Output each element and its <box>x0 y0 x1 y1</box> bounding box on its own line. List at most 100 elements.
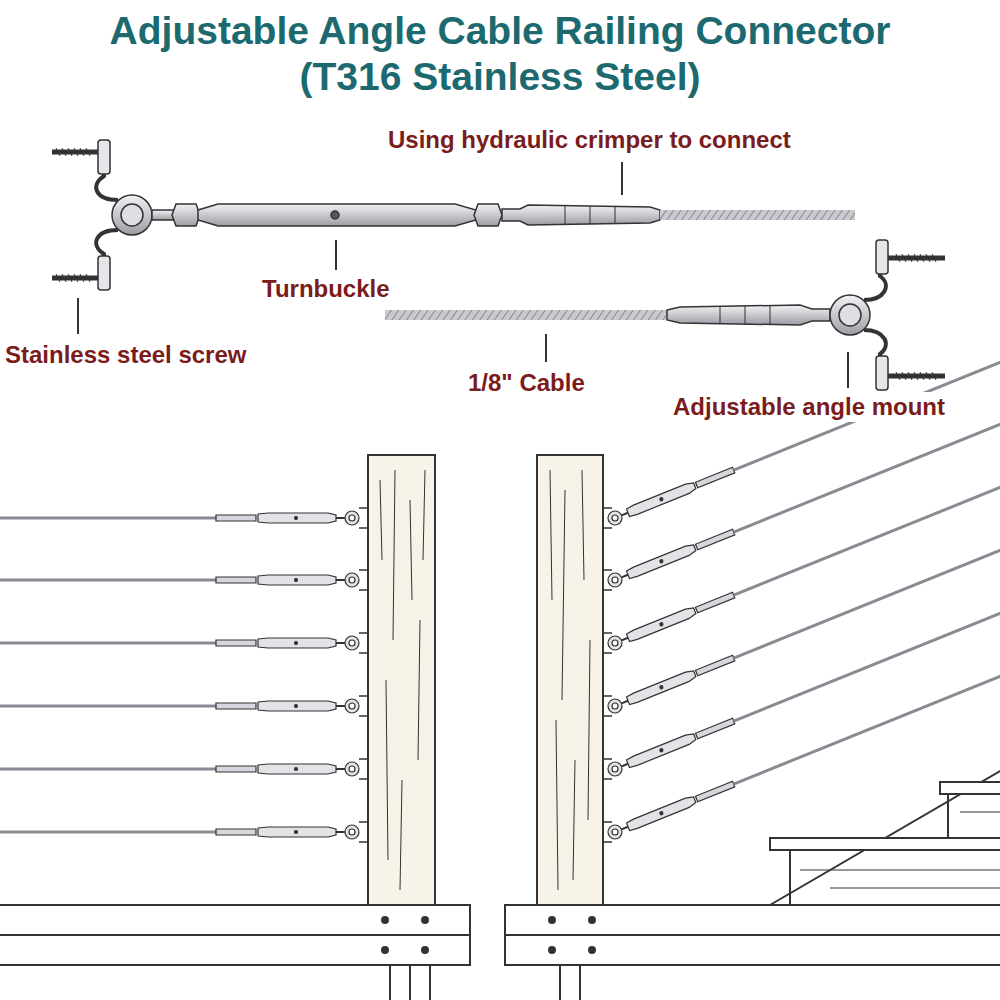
right-cables-part <box>612 577 618 583</box>
right-cables-part-part <box>626 669 697 705</box>
right-cables-part-part <box>621 638 627 641</box>
posts-part-part <box>550 470 590 890</box>
right-cables-part-part <box>626 481 697 517</box>
right-cables-part <box>603 778 612 780</box>
right-cables-part <box>612 515 618 521</box>
right-cables-part <box>620 570 1000 771</box>
left-cables-part <box>359 652 368 654</box>
stairs-part <box>789 850 791 905</box>
right-cables-part <box>612 703 618 709</box>
right-cables-part-part <box>695 718 734 739</box>
right-cables-part-part <box>734 511 1000 658</box>
left-cables-part <box>0 517 216 520</box>
top-assembly-part <box>172 204 200 226</box>
top-assembly <box>52 140 855 290</box>
right-cables-part-part <box>659 497 663 501</box>
right-cables-part-part <box>695 655 734 676</box>
top-assembly-part <box>331 211 339 219</box>
stairs-part <box>947 794 949 838</box>
top-assembly-part <box>112 195 152 235</box>
right-cables-part <box>612 766 618 772</box>
left-cables-part <box>258 513 336 523</box>
right-cables-part <box>603 695 612 697</box>
left-cables-part <box>359 507 368 509</box>
bottom-assembly-part <box>896 254 936 262</box>
top-assembly-part <box>660 210 855 220</box>
left-cables-part <box>216 829 256 835</box>
left-cables-part <box>336 579 345 581</box>
right-cables-part-part <box>621 513 627 516</box>
right-cables-part-part <box>621 575 627 578</box>
left-cables-part <box>359 841 368 843</box>
left-cables-part <box>216 515 256 521</box>
right-cables-part-part <box>695 592 734 613</box>
stairs-part <box>830 888 1000 889</box>
stairs-part <box>940 782 1000 794</box>
right-cables-part-part <box>695 467 734 488</box>
left-cables <box>0 508 368 842</box>
left-cables-part <box>349 829 355 835</box>
deck-part <box>589 947 595 953</box>
right-cables-part <box>608 762 622 776</box>
left-cables-part <box>345 699 359 713</box>
right-cables-part <box>603 715 612 717</box>
left-cables-part <box>336 705 345 707</box>
right-cables-part-part <box>734 637 1000 784</box>
left-cables-part <box>345 573 359 587</box>
stairs-part <box>800 870 1000 871</box>
top-assembly-part <box>198 204 476 226</box>
left-cables-part <box>0 642 216 645</box>
left-cables-part <box>295 579 298 582</box>
left-cables-part <box>345 825 359 839</box>
leader-lines-part <box>77 298 79 334</box>
stairs-part <box>770 838 1000 850</box>
left-cables-part <box>295 517 298 520</box>
left-cables-part <box>0 831 216 834</box>
bottom-assembly-part <box>385 310 667 320</box>
right-cables-part <box>603 632 612 634</box>
right-cables-part-part <box>695 781 734 802</box>
part-label: Turnbuckle <box>259 274 393 304</box>
left-cables-part <box>216 703 256 709</box>
right-cables-part <box>608 573 622 587</box>
left-cables-part <box>359 569 368 571</box>
left-cables-part <box>0 768 216 771</box>
part-label: 1/8" Cable <box>465 368 588 398</box>
deck <box>0 905 1000 1000</box>
top-assembly-part <box>121 204 143 226</box>
posts-part-part <box>380 470 425 890</box>
right-cables-part <box>603 589 612 591</box>
stairs <box>770 770 1000 905</box>
bottom-assembly-part <box>720 305 770 325</box>
left-cables-part <box>349 703 355 709</box>
top-assembly-part <box>56 148 90 156</box>
right-cables-part-part <box>659 622 663 626</box>
stairs-part <box>770 770 1000 905</box>
bottom-assembly-part <box>839 304 861 326</box>
left-cables-part <box>0 705 216 708</box>
right-cables-part-part <box>626 543 697 579</box>
left-cables-part <box>336 768 345 770</box>
left-cables-part <box>295 831 298 834</box>
posts-part <box>537 455 603 905</box>
left-cables-part <box>345 511 359 525</box>
right-cables-part <box>603 569 612 571</box>
right-cables-part-part <box>659 559 663 563</box>
top-assembly-part <box>502 205 660 225</box>
right-cables-part-part <box>626 795 697 831</box>
left-cables-part <box>359 527 368 529</box>
left-cables-part <box>258 575 336 585</box>
part-label: Using hydraulic crimper to connect <box>385 125 794 155</box>
deck-part <box>422 947 428 953</box>
deck-part <box>505 935 1000 965</box>
left-cables-part <box>349 766 355 772</box>
right-cables-part <box>620 381 1000 582</box>
left-cables-part <box>295 642 298 645</box>
deck-part <box>382 917 388 923</box>
deck-part <box>559 965 561 1000</box>
top-assembly-part <box>565 206 615 224</box>
deck-part <box>579 965 581 1000</box>
top-assembly-part <box>474 204 502 226</box>
bottom-assembly-part <box>876 240 888 274</box>
